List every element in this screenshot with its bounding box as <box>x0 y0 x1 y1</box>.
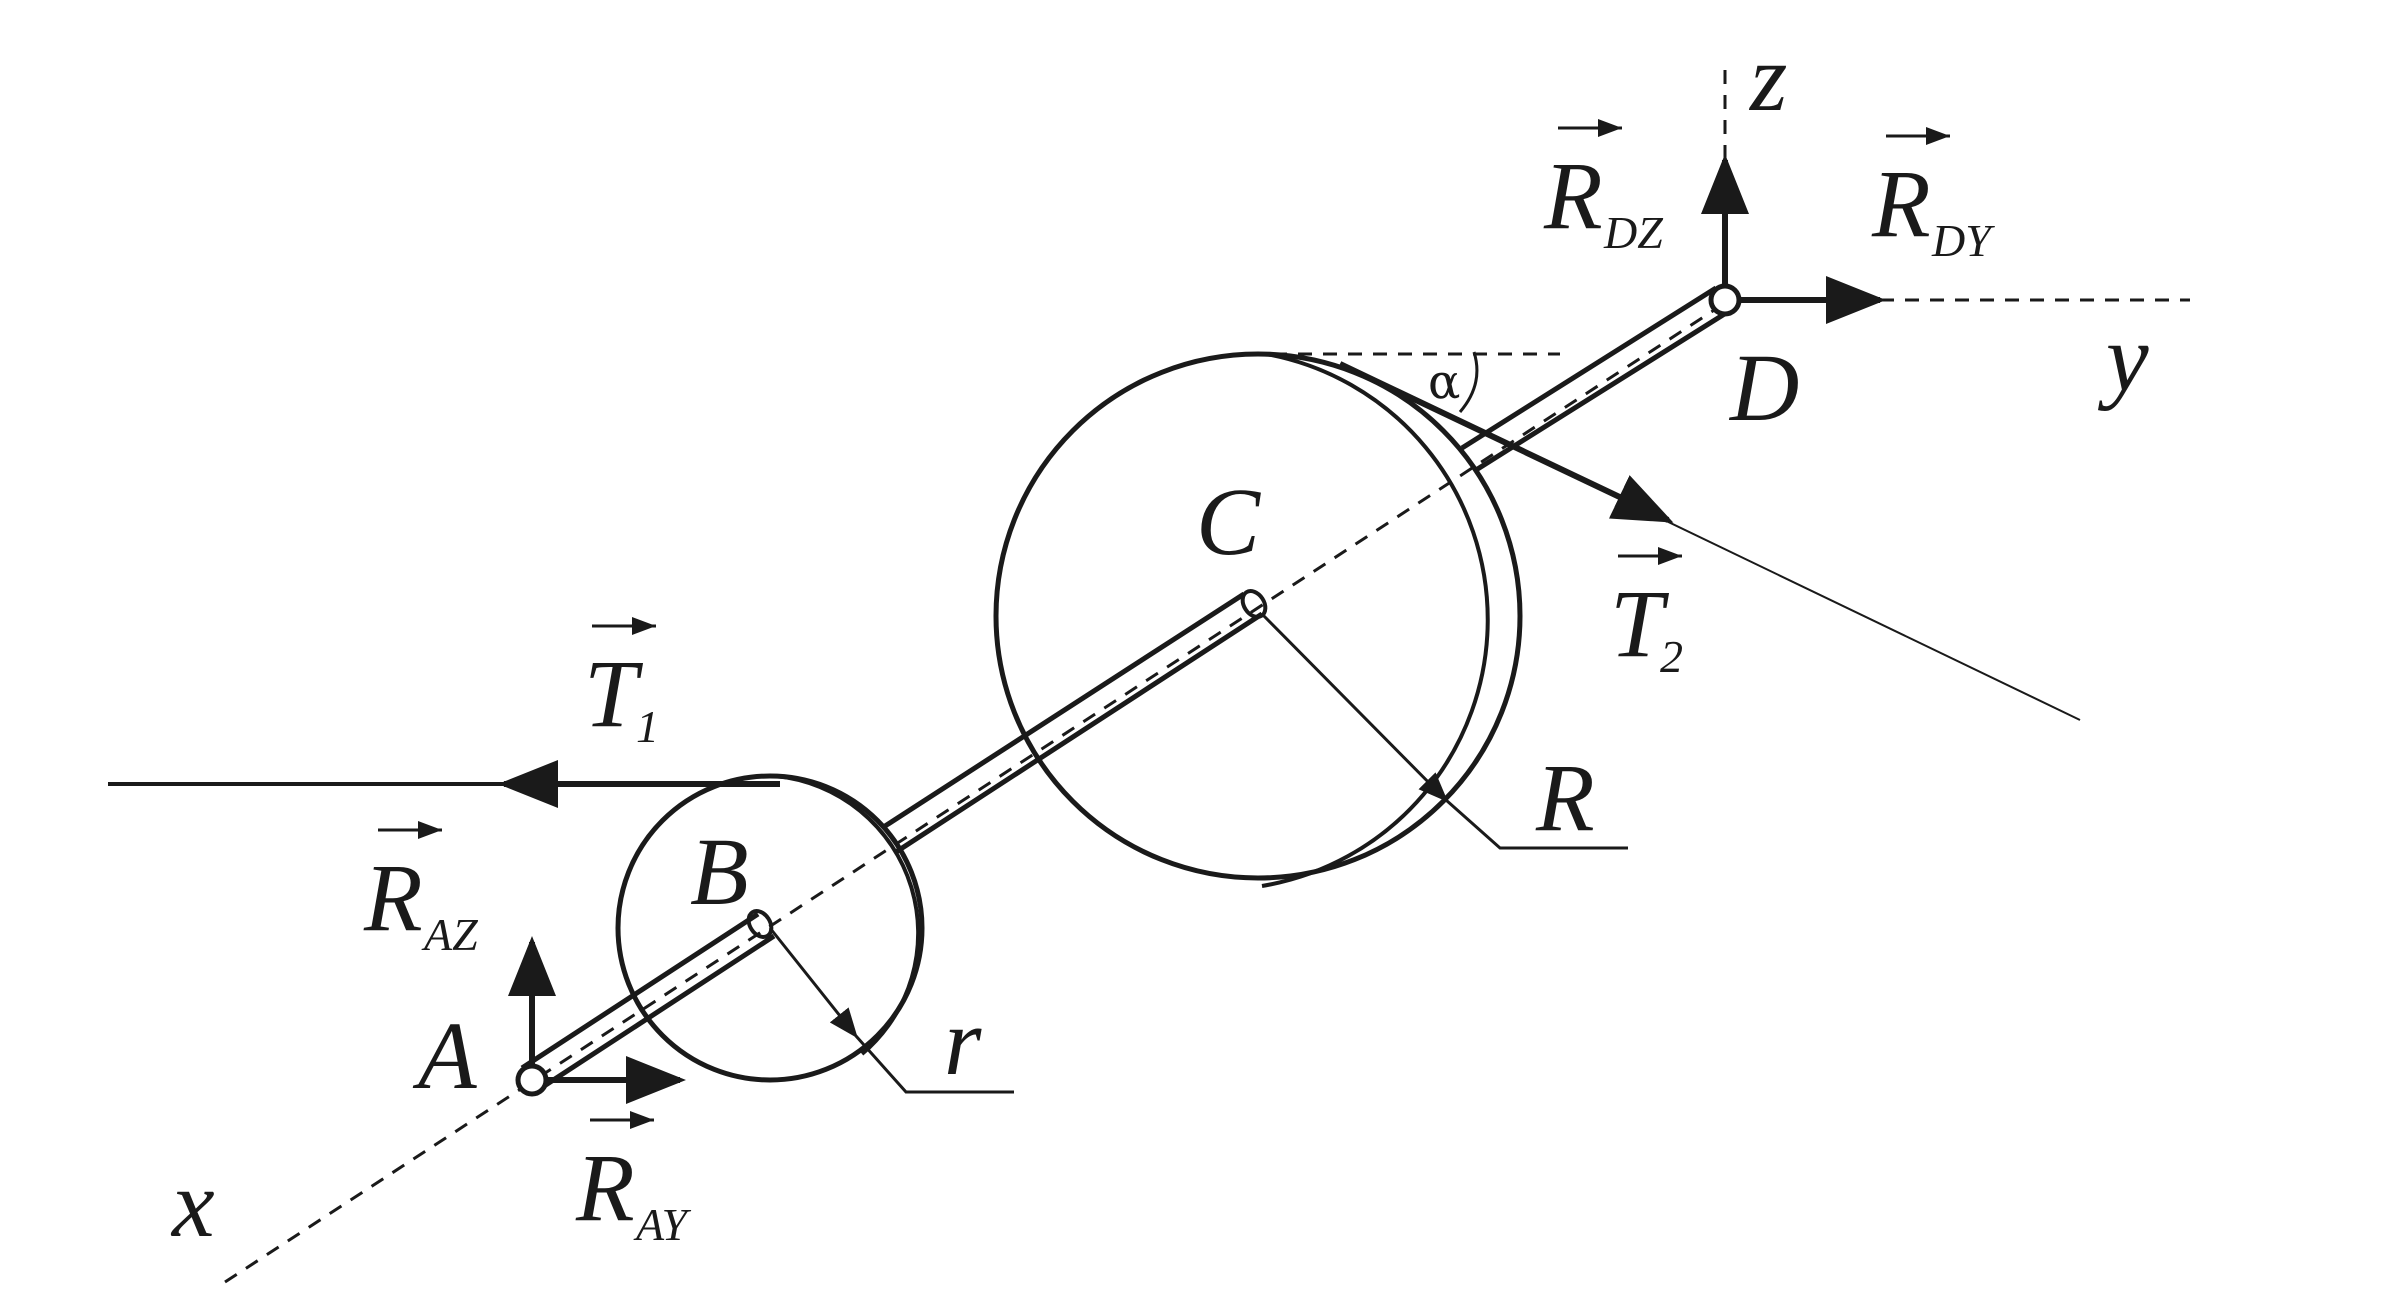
alpha-label: α <box>1428 354 1460 410</box>
radius-r-label: r <box>944 988 982 1095</box>
rdy-label: R <box>1871 150 1931 257</box>
rdz-label: R <box>1543 142 1603 249</box>
radius-r-arrow <box>768 927 858 1039</box>
rdy-subscript: DY <box>1931 215 1995 266</box>
y-axis-label: y <box>2097 304 2149 411</box>
x-axis-label: x <box>170 1150 215 1257</box>
alpha-arc <box>1458 351 1479 413</box>
t2-label: T <box>1610 570 1670 677</box>
point-d-label: D <box>1728 334 1799 441</box>
ray-subscript: AY <box>633 1199 692 1250</box>
radius-r-leader <box>854 1035 1014 1094</box>
x-axis-line <box>224 301 1726 1284</box>
point-a-label: A <box>412 1002 477 1109</box>
t1-label: T <box>584 640 644 747</box>
bearing-d <box>1708 283 1742 317</box>
rdz-subscript: DZ <box>1603 207 1663 258</box>
raz-label: R <box>363 844 423 951</box>
z-axis-label: z <box>1748 24 1787 131</box>
radius-big-r-arrow <box>1260 612 1449 803</box>
t2-subscript: 2 <box>1660 631 1683 682</box>
pulley-b <box>615 773 925 1083</box>
pulley-b-rim <box>775 774 921 1056</box>
shaft <box>520 285 1736 1093</box>
force-t2-arrow <box>1338 361 1674 523</box>
t1-subscript: 1 <box>636 701 659 752</box>
ray-label: R <box>575 1134 635 1241</box>
pulley-c-rim <box>1261 352 1490 888</box>
point-c-label: C <box>1196 468 1261 575</box>
raz-subscript: AZ <box>421 909 478 960</box>
radius-big-r-label: R <box>1535 744 1595 851</box>
bearing-a <box>515 1063 549 1097</box>
radius-big-r-leader <box>1445 798 1628 850</box>
point-b-label: B <box>690 818 749 925</box>
